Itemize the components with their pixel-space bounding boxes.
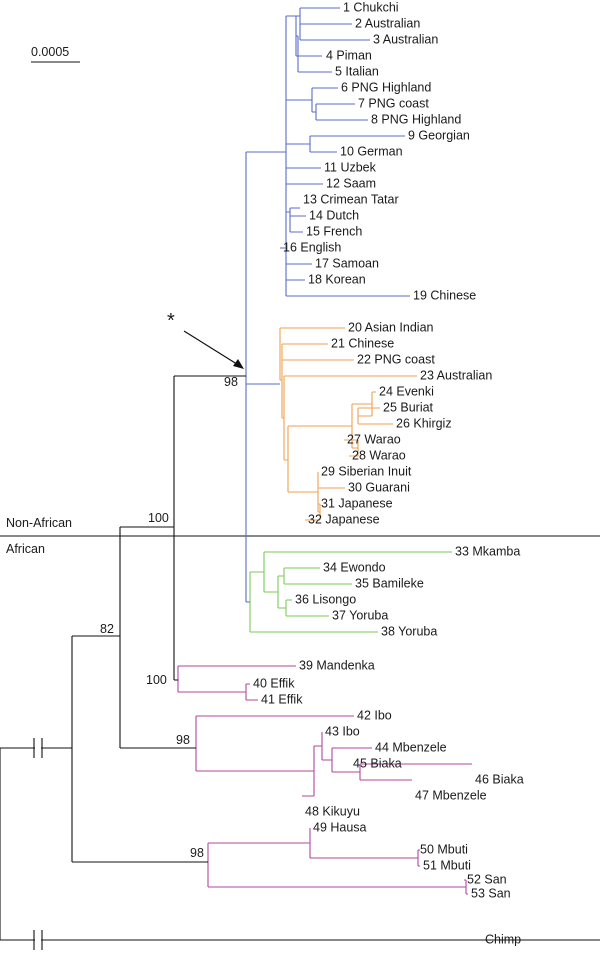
clade-21-32: [281, 343, 354, 419]
tip-label: 43 Ibo: [325, 724, 360, 738]
blue-root: [280, 15, 410, 297]
tip-label: 41 Effik: [261, 692, 303, 706]
tip-label: 44 Mbenzele: [375, 740, 447, 754]
clade-42-48: [195, 715, 354, 772]
tip-label: 50 Mbuti: [420, 842, 468, 856]
tip-label: 2 Australian: [355, 16, 420, 30]
tip-label: 51 Mbuti: [423, 858, 471, 872]
tip-label: 8 PNG Highland: [371, 112, 461, 126]
arrow-head: [233, 359, 244, 369]
bootstrap-value: 98: [190, 846, 204, 860]
axis-break-gap: [35, 746, 41, 750]
tip-label: 21 Chinese: [331, 336, 394, 350]
tip-label: 32 Japanese: [308, 512, 380, 526]
clade-1-3: [299, 7, 370, 41]
tip-label: 14 Dutch: [309, 208, 359, 222]
tip-label: 42 Ibo: [357, 708, 392, 722]
tip-label: 23 Australian: [420, 368, 492, 382]
tip-label: 36 Lisongo: [295, 592, 356, 606]
tip-label: 3 Australian: [373, 32, 438, 46]
non-african-label: Non-African: [6, 516, 72, 530]
axis-breaks: [33, 738, 43, 950]
clade-13-15: [289, 207, 306, 233]
bootstrap-value: 98: [176, 733, 190, 747]
tip-label: 18 Korean: [308, 272, 366, 286]
tip-label: 37 Yoruba: [332, 608, 388, 622]
tip-label: 34 Ewondo: [323, 560, 386, 574]
african-label: African: [6, 542, 45, 556]
node-100-outer: [119, 526, 196, 749]
bootstrap-value: 82: [100, 622, 114, 636]
tip-label: 38 Yoruba: [381, 624, 437, 638]
tip-label: 45 Biaka: [353, 756, 402, 770]
tip-label: 17 Samoan: [315, 256, 379, 270]
tip-label: 47 Mbenzele: [415, 788, 487, 802]
tip-label: 30 Guarani: [348, 480, 410, 494]
asterisk-marker: *: [167, 310, 175, 332]
clade-1-5: [296, 35, 332, 73]
tip-label: 6 PNG Highland: [341, 80, 431, 94]
tip-label: 27 Warao: [347, 432, 401, 446]
tip-label: 48 Kikuyu: [305, 804, 360, 818]
tip-label: 39 Mandenka: [299, 658, 375, 672]
axis-break-gap: [35, 938, 41, 942]
orange-root: [279, 327, 345, 381]
tip-label: 20 Asian Indian: [348, 320, 434, 334]
tip-label: 19 Chinese: [413, 288, 476, 302]
tip-label: 11 Uzbek: [324, 160, 377, 174]
tip-label: 35 Bamileke: [355, 576, 424, 590]
tip-label: 9 Georgian: [408, 128, 470, 142]
tip-label: 26 Khirgiz: [396, 416, 452, 430]
tip-label: 31 Japanese: [321, 496, 393, 510]
tip-label: 13 Crimean Tatar: [303, 192, 399, 206]
node-98-eurasian: [245, 151, 286, 603]
tip-label: 1 Chukchi: [343, 0, 399, 14]
tip-label: 53 San: [471, 886, 511, 900]
tip-label: 49 Hausa: [313, 820, 367, 834]
tip-label-chimp: Chimp: [485, 932, 521, 946]
tip-label: 12 Saam: [326, 176, 376, 190]
tip-label: 52 San: [467, 872, 507, 886]
tip-label: 33 Mkamba: [455, 544, 520, 558]
bootstrap-value: 100: [148, 511, 169, 525]
tip-label: 28 Warao: [352, 448, 406, 462]
tip-label: 10 German: [340, 144, 403, 158]
tip-label: 29 Siberian Inuit: [321, 464, 412, 478]
node-82: [71, 635, 208, 863]
tip-label: 16 English: [283, 240, 341, 254]
tip-label: 15 French: [306, 224, 362, 238]
clade-34-37: [277, 575, 286, 609]
scale-bar-label: 0.0005: [31, 45, 69, 59]
clade-24-32: [287, 425, 352, 493]
tip-label: 24 Evenki: [379, 384, 434, 398]
tip-label: 7 PNG coast: [358, 96, 429, 110]
bootstrap-value: 98: [224, 375, 238, 389]
clade-49-53: [207, 842, 466, 888]
clade-39-41: [177, 665, 296, 693]
arrow-shaft: [183, 330, 241, 367]
tip-label: 5 Italian: [335, 64, 379, 78]
tip-label: 22 PNG coast: [357, 352, 435, 366]
bootstrap-value: 100: [146, 673, 167, 687]
tip-label: 40 Effik: [253, 676, 295, 690]
tip-label: 25 Buriat: [383, 400, 434, 414]
tip-label: 46 Biaka: [475, 772, 524, 786]
bootstrap-values: 98 100 82 100 98 98: [100, 375, 238, 860]
node-100-nonafrican: [173, 375, 246, 681]
tree-branches: [0, 7, 600, 941]
tip-label: 4 Piman: [326, 48, 372, 62]
